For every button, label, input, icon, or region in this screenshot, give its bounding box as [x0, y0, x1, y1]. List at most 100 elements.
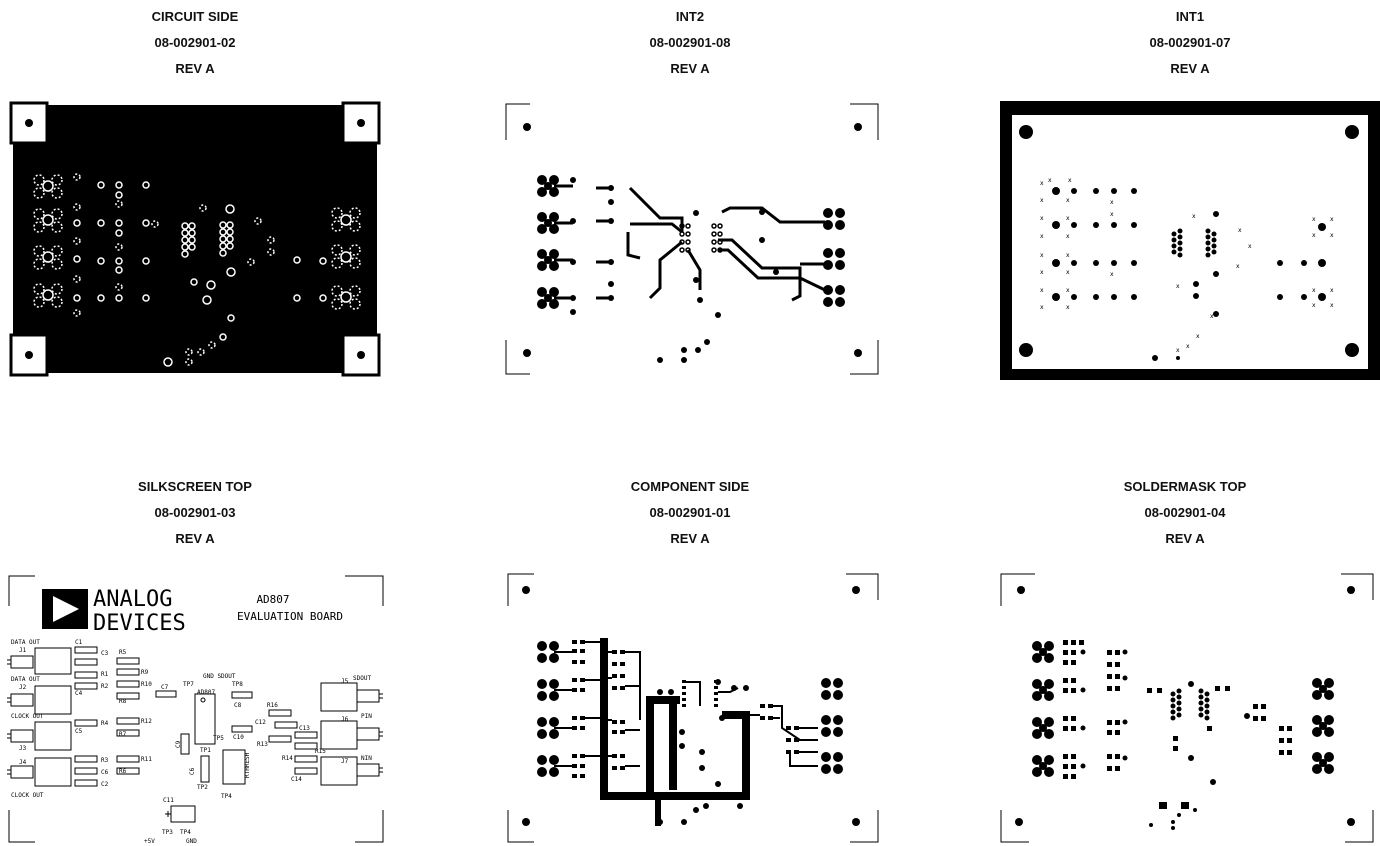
svg-text:x: x: [1040, 215, 1044, 222]
part-number: 08-002901-03: [154, 505, 236, 520]
svg-text:x: x: [1176, 347, 1180, 354]
gnd-sdout-label: GND SDOUT: [203, 673, 236, 680]
gnd-label: GND: [186, 838, 197, 845]
circuit-side-artwork: [9, 101, 381, 377]
tp4-label: TP4: [221, 793, 232, 800]
r4-label: R4: [101, 720, 109, 727]
r8-label: R8: [119, 698, 127, 705]
j3-label: J3: [19, 745, 27, 752]
svg-text:x: x: [1192, 213, 1196, 220]
svg-text:x: x: [1312, 232, 1316, 239]
svg-text:x: x: [1048, 177, 1052, 184]
clock-out-label: CLOCK OUT: [11, 713, 44, 720]
data-out-label: DATA OUT: [11, 639, 40, 646]
part-number: 08-002901-08: [649, 35, 731, 50]
pin-label: PIN: [361, 713, 372, 720]
board-description: EVALUATION BOARD: [237, 610, 343, 623]
r7-label: R7: [119, 731, 127, 738]
j6-label: J6: [341, 716, 349, 723]
svg-text:x: x: [1330, 287, 1334, 294]
svg-text:x: x: [1066, 233, 1070, 240]
svg-text:x: x: [1066, 304, 1070, 311]
rthresh-label: RTHRESH: [244, 752, 251, 778]
svg-text:x: x: [1066, 287, 1070, 294]
svg-text:x: x: [1186, 343, 1190, 350]
revision: REV A: [670, 61, 710, 76]
r10-label: R10: [141, 681, 152, 688]
r11-label: R11: [141, 756, 152, 763]
c1-label: C1: [75, 639, 83, 646]
svg-text:x: x: [1040, 252, 1044, 259]
silkscreen-artwork: ANALOG DEVICES AD807 EVALUATION BOARD DA…: [7, 575, 384, 845]
svg-text:x: x: [1040, 287, 1044, 294]
caption-int2: INT2 08-002901-08 REV A: [500, 4, 880, 82]
tp8-label: TP8: [232, 681, 243, 688]
clock-out-label: CLOCK OUT: [11, 792, 44, 799]
c6-label-2: C6: [189, 767, 196, 775]
tp3-label: TP3: [162, 829, 173, 836]
c10-label: C10: [233, 734, 244, 741]
svg-text:x: x: [1312, 302, 1316, 309]
svg-text:x: x: [1110, 211, 1114, 218]
layer-title: COMPONENT SIDE: [630, 479, 750, 494]
caption-silkscreen-top: SILKSCREEN TOP 08-002901-03 REV A: [5, 474, 385, 552]
c7-label: C7: [161, 684, 169, 691]
svg-text:x: x: [1040, 269, 1044, 276]
c12-label: C12: [255, 719, 266, 726]
tp2-label: TP2: [197, 784, 208, 791]
revision: REV A: [175, 531, 215, 546]
tp4-label-2: TP4: [180, 829, 191, 836]
r15-label: R15: [315, 748, 326, 755]
int2-artwork: [505, 103, 879, 375]
c2-label: C2: [101, 781, 109, 788]
caption-circuit-side: CIRCUIT SIDE 08-002901-02 REV A: [5, 4, 385, 82]
layer-title: SILKSCREEN TOP: [138, 479, 252, 494]
svg-text:x: x: [1040, 197, 1044, 204]
svg-text:x: x: [1176, 283, 1180, 290]
svg-text:x: x: [1238, 227, 1242, 234]
svg-text:x: x: [1330, 216, 1334, 223]
svg-text:x: x: [1066, 215, 1070, 222]
c4-label: C4: [75, 690, 83, 697]
caption-int1: INT1 08-002901-07 REV A: [1000, 4, 1380, 82]
layer-title: INT2: [675, 9, 705, 24]
svg-text:x: x: [1312, 287, 1316, 294]
layer-title: SOLDERMASK TOP: [1123, 479, 1247, 494]
part-number: 08-002901-01: [649, 505, 731, 520]
part-number: 08-002901-04: [1144, 505, 1226, 520]
caption-component-side: COMPONENT SIDE 08-002901-01 REV A: [500, 474, 880, 552]
board-name: AD807: [256, 593, 289, 606]
j2-label: J2: [19, 684, 27, 691]
r14-label: R14: [282, 755, 293, 762]
svg-text:x: x: [1196, 333, 1200, 340]
j4-label: J4: [19, 759, 27, 766]
svg-text:x: x: [1312, 216, 1316, 223]
svg-text:x: x: [1066, 197, 1070, 204]
r12-label: R12: [141, 718, 152, 725]
c13-label: C13: [299, 725, 310, 732]
nin-label: NIN: [361, 755, 372, 762]
svg-text:x: x: [1110, 271, 1114, 278]
logo-line-2: DEVICES: [93, 611, 186, 636]
r3-label: R3: [101, 757, 109, 764]
r16-label: R16: [267, 702, 278, 709]
tp7-label: TP7: [183, 681, 194, 688]
logo-line-1: ANALOG: [93, 587, 172, 612]
ad807-label: AD807: [197, 689, 215, 696]
revision: REV A: [1170, 61, 1210, 76]
c3-label: C3: [101, 650, 109, 657]
svg-text:x: x: [1248, 243, 1252, 250]
svg-text:x: x: [1040, 180, 1044, 187]
tp5-label: TP5: [213, 735, 224, 742]
svg-text:x: x: [1040, 233, 1044, 240]
soldermask-top-artwork: [1000, 573, 1374, 843]
caption-soldermask-top: SOLDERMASK TOP 08-002901-04 REV A: [995, 474, 1375, 552]
svg-text:x: x: [1330, 232, 1334, 239]
svg-text:x: x: [1110, 199, 1114, 206]
svg-text:x: x: [1236, 263, 1240, 270]
r9-label: R9: [141, 669, 149, 676]
r5-label: R5: [119, 649, 127, 656]
sdout-label: SDOUT: [353, 675, 371, 682]
svg-text:x: x: [1040, 304, 1044, 311]
